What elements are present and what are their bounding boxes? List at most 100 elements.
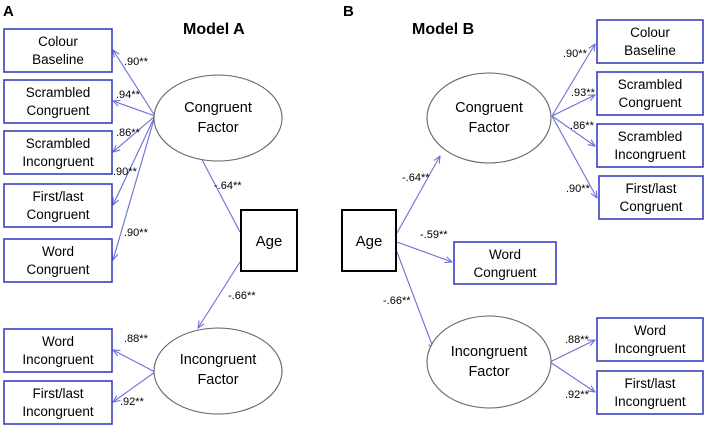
coef-a-word-incongruent: .88** (124, 333, 149, 345)
path-a-congruent-firstlast-congruent (113, 115, 156, 205)
box-label-line2: Incongruent (22, 154, 94, 169)
box-b-word-congruent: Word Congruent (453, 241, 557, 285)
box-label-line1: First/last (32, 386, 83, 401)
coef-a-firstlast-incongruent: .92** (120, 396, 145, 408)
box-label-line1: Word (42, 244, 74, 259)
box-b-firstlast-congruent: First/last Congruent (598, 175, 704, 220)
box-label-line1: Colour (38, 34, 78, 49)
coef-a-colour-baseline: .90** (124, 56, 149, 68)
coef-a-age-congruent: -.64** (214, 180, 242, 192)
box-label-line2: Incongruent (22, 404, 94, 419)
coef-a-scrambled-congruent: .94** (116, 89, 141, 101)
path-b-congruent-firstlast-congruent (551, 115, 597, 198)
path-a-age-congruent (198, 152, 241, 233)
path-b-congruent-scrambled-congruent (551, 95, 595, 117)
box-label-line2: Incongruent (614, 394, 686, 409)
box-label-line2: Congruent (473, 265, 536, 280)
box-b-scrambled-congruent: Scrambled Congruent (596, 71, 704, 116)
box-a-word-incongruent: Word Incongruent (3, 328, 113, 373)
path-a-incongruent-word-incongruent (113, 350, 156, 373)
coef-b-scrambled-congruent: .93** (571, 87, 596, 99)
coef-a-scrambled-incongruent: .86** (116, 127, 141, 139)
factor-b-congruent: Congruent Factor (426, 72, 552, 164)
age-label: Age (356, 233, 383, 250)
path-b-age-congruent (396, 156, 440, 234)
factor-label-line1: Congruent (455, 100, 523, 116)
box-a-colour-baseline: Colour Baseline (3, 28, 113, 73)
path-b-incongruent-firstlast-incongruent (549, 361, 595, 392)
box-label-line2: Congruent (26, 207, 89, 222)
factor-label-line2: Factor (197, 120, 238, 136)
box-label-line2: Congruent (26, 262, 89, 277)
path-b-age-word-congruent (396, 241, 452, 262)
panel-b: B Model B Colour Baseline Scrambled Cong… (341, 3, 704, 415)
age-box-a: Age (240, 209, 298, 272)
path-a-congruent-scrambled-congruent (113, 101, 156, 117)
factor-b-incongruent: Incongruent Factor (426, 315, 552, 409)
factor-label-line2: Factor (197, 372, 238, 388)
coef-a-age-incongruent: -.66** (228, 290, 256, 302)
factor-label-line1: Congruent (184, 100, 252, 116)
box-label-line1: First/last (32, 189, 83, 204)
coef-b-scrambled-incongruent: .86** (570, 120, 595, 132)
path-a-age-incongruent (198, 261, 241, 328)
panel-b-letter: B (343, 3, 354, 20)
path-a-incongruent-firstlast-incongruent (113, 371, 156, 402)
coef-b-age-incongruent: -.66** (383, 295, 411, 307)
box-label-line1: First/last (624, 376, 675, 391)
box-label-line2: Incongruent (22, 352, 94, 367)
factor-label-line2: Factor (468, 364, 509, 380)
box-label-line1: Scrambled (26, 85, 91, 100)
box-label-line2: Congruent (618, 95, 681, 110)
factor-label-line1: Incongruent (180, 352, 257, 368)
path-a-congruent-colour-baseline (113, 50, 156, 117)
path-b-congruent-scrambled-incongruent (551, 115, 595, 146)
path-a-congruent-word-congruent (113, 115, 156, 260)
age-box-b: Age (341, 209, 397, 272)
coef-b-age-word-congruent: -.59** (420, 229, 448, 241)
box-label-line2: Baseline (624, 43, 676, 58)
box-label-line1: Word (42, 334, 74, 349)
age-label: Age (256, 233, 283, 250)
box-b-firstlast-incongruent: First/last Incongruent (596, 370, 704, 415)
coef-b-word-incongruent: .88** (565, 334, 590, 346)
box-label-line1: First/last (625, 181, 676, 196)
path-a-congruent-scrambled-incongruent (113, 115, 156, 152)
coef-b-colour-baseline: .90** (563, 48, 588, 60)
box-b-scrambled-incongruent: Scrambled Incongruent (596, 123, 704, 168)
factor-label-line1: Incongruent (451, 344, 528, 360)
coef-b-firstlast-incongruent: .92** (565, 389, 590, 401)
path-b-incongruent-word-incongruent (549, 340, 595, 363)
factor-a-congruent: Congruent Factor (153, 74, 283, 162)
factor-a-incongruent: Incongruent Factor (153, 327, 283, 415)
box-a-word-congruent: Word Congruent (3, 238, 113, 283)
box-label-line1: Scrambled (618, 77, 683, 92)
box-label-line1: Word (634, 323, 666, 338)
path-b-age-incongruent (396, 251, 434, 350)
coef-a-word-congruent: .90** (124, 227, 149, 239)
box-label-line1: Scrambled (26, 136, 91, 151)
box-a-firstlast-congruent: First/last Congruent (3, 183, 113, 228)
box-a-scrambled-congruent: Scrambled Congruent (3, 79, 113, 124)
panel-a-title: Model A (183, 21, 245, 38)
box-label-line2: Incongruent (614, 341, 686, 356)
box-label-line1: Scrambled (618, 129, 683, 144)
path-b-congruent-colour-baseline (551, 44, 595, 117)
box-label-line1: Word (489, 247, 521, 262)
factor-label-line2: Factor (468, 120, 509, 136)
box-a-scrambled-incongruent: Scrambled Incongruent (3, 130, 113, 175)
panel-a: A Model A Colour Baseline Scrambled Cong… (3, 3, 298, 425)
coef-a-firstlast-congruent: .90** (113, 166, 138, 178)
coef-b-firstlast-congruent: .90** (566, 183, 591, 195)
panel-a-letter: A (3, 3, 14, 20)
box-label-line2: Incongruent (614, 147, 686, 162)
box-b-colour-baseline: Colour Baseline (596, 19, 704, 64)
box-a-firstlast-incongruent: First/last Incongruent (3, 380, 113, 425)
box-label-line1: Colour (630, 25, 670, 40)
box-label-line2: Congruent (619, 199, 682, 214)
box-b-word-incongruent: Word Incongruent (596, 317, 704, 362)
panel-b-title: Model B (412, 21, 474, 38)
coef-b-age-congruent: -.64** (402, 172, 430, 184)
box-label-line2: Congruent (26, 103, 89, 118)
